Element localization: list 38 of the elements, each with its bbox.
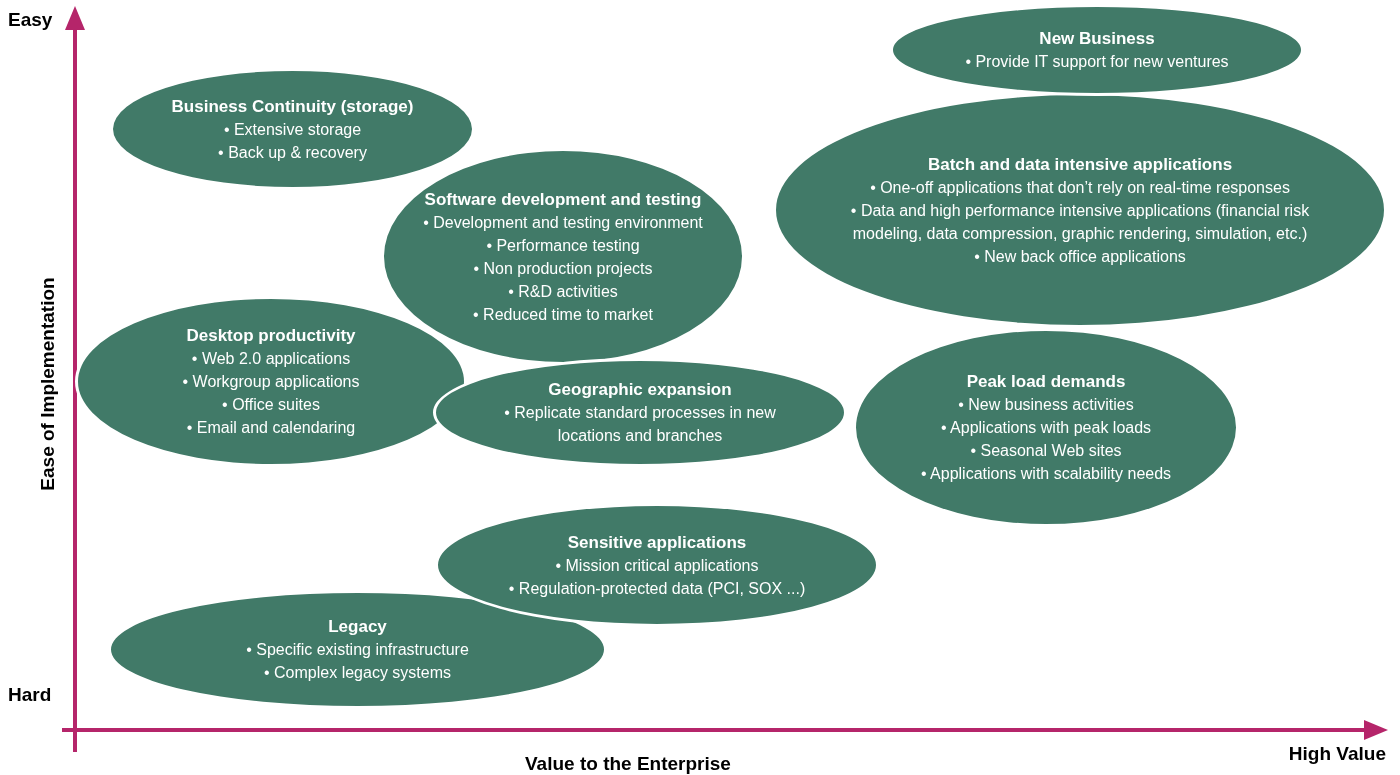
- bullet-item: • Applications with peak loads: [940, 418, 1152, 438]
- bullet-item: • Mission critical applications: [555, 555, 759, 576]
- axis-label: High Value: [1288, 742, 1386, 766]
- bullet-item: • Specific existing infrastructure: [246, 640, 469, 660]
- ellipse-heading: Desktop productivity: [186, 325, 356, 347]
- ellipse-heading: New Business: [1039, 28, 1155, 50]
- bullet-item: • Email and calendaring: [186, 418, 356, 438]
- axis-label: Hard: [8, 683, 52, 707]
- bullet-item: • One-off applications that don’t rely on real-time responses: [870, 177, 1290, 198]
- bullet-item: • Workgroup applications: [182, 372, 360, 392]
- bullet-item: • New back office applications: [974, 246, 1186, 267]
- ellipse-heading: Geographic expansion: [548, 379, 732, 401]
- ellipse-heading: Software development and testing: [424, 188, 702, 211]
- bullet-item: • Web 2.0 applications: [191, 349, 351, 369]
- bullet-item: • Complex legacy systems: [264, 663, 451, 683]
- bullet-item: • Development and testing environment: [423, 212, 703, 233]
- bullet-item: • New business activities: [958, 395, 1134, 415]
- bullet-item: • Back up & recovery: [218, 142, 367, 163]
- bullet-item: • Seasonal Web sites: [970, 441, 1122, 461]
- axis-title: Ease of Implementation: [35, 277, 59, 491]
- bullet-item: • R&D activities: [508, 281, 618, 302]
- ellipse-heading: Batch and data intensive applications: [927, 153, 1233, 176]
- axis-label: Easy: [8, 8, 53, 32]
- bullet-item: • Office suites: [222, 395, 320, 415]
- ellipse-heading: Business Continuity (storage): [171, 95, 414, 118]
- bullet-item: • Regulation-protected data (PCI, SOX ...): [508, 578, 806, 599]
- bullet-item: • Non production projects: [473, 258, 653, 279]
- bullet-item: • Applications with scalability needs: [920, 464, 1172, 484]
- ellipse-heading: Sensitive applications: [567, 531, 747, 554]
- axis-title: Value to the Enterprise: [525, 752, 731, 775]
- bullet-item: • Replicate standard processes in new locations and branches: [503, 403, 777, 446]
- bullet-item: • Performance testing: [486, 235, 640, 256]
- bullet-item: • Data and high performance intensive applications (financial risk modeling, data compression, graphic rendering, simulation, etc.): [849, 200, 1311, 244]
- ellipse-heading: Legacy: [328, 616, 387, 638]
- bullet-item: • Extensive storage: [223, 119, 362, 140]
- bullet-item: • Reduced time to market: [473, 304, 653, 325]
- bullet-item: • Provide IT support for new ventures: [965, 52, 1229, 72]
- ellipse-heading: Peak load demands: [966, 371, 1126, 393]
